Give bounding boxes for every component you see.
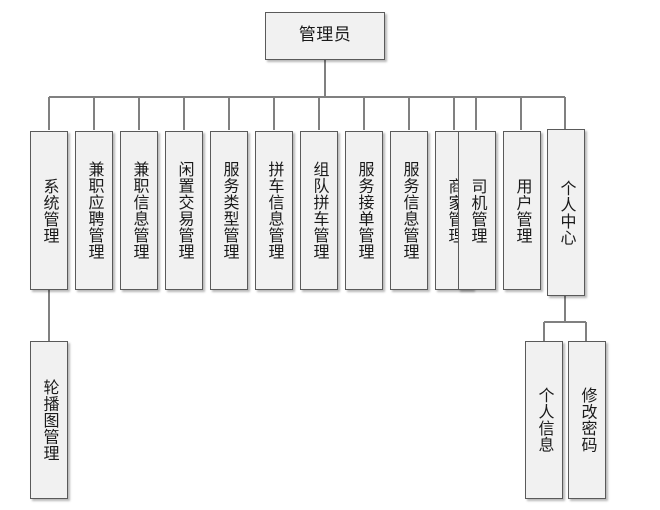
node-admin[interactable]: 管理员 (265, 12, 385, 60)
node-driver-management-label: 司机管理 (468, 177, 488, 244)
node-change-password[interactable]: 修改密码 (568, 341, 606, 499)
node-admin-label: 管理员 (298, 25, 352, 46)
node-team-carpool-management[interactable]: 组队拼车管理 (300, 131, 338, 290)
node-system-management-label: 系统管理 (40, 177, 60, 244)
node-carpool-info-management[interactable]: 拼车信息管理 (255, 131, 293, 290)
node-parttime-application-management-label: 兼职应聘管理 (85, 161, 105, 260)
node-system-management[interactable]: 系统管理 (30, 131, 68, 290)
node-change-password-label: 修改密码 (578, 387, 598, 453)
node-parttime-info-management[interactable]: 兼职信息管理 (120, 131, 158, 290)
node-user-management[interactable]: 用户管理 (503, 131, 541, 290)
node-parttime-application-management[interactable]: 兼职应聘管理 (75, 131, 113, 290)
node-service-info-management[interactable]: 服务信息管理 (390, 131, 428, 290)
node-driver-management[interactable]: 司机管理 (458, 131, 496, 290)
node-parttime-info-management-label: 兼职信息管理 (130, 161, 150, 260)
node-personal-center[interactable]: 个人中心 (547, 129, 585, 296)
node-carousel-management-label: 轮播图管理 (40, 378, 60, 462)
node-service-order-management-label: 服务接单管理 (355, 161, 375, 260)
node-personal-info-label: 个人信息 (535, 387, 555, 453)
node-team-carpool-management-label: 组队拼车管理 (310, 161, 330, 260)
node-personal-info[interactable]: 个人信息 (525, 341, 563, 499)
node-carousel-management[interactable]: 轮播图管理 (30, 341, 68, 499)
node-carpool-info-management-label: 拼车信息管理 (265, 161, 285, 260)
node-service-order-management[interactable]: 服务接单管理 (345, 131, 383, 290)
node-user-management-label: 用户管理 (513, 177, 533, 244)
node-idle-trade-management[interactable]: 闲置交易管理 (165, 131, 203, 290)
node-idle-trade-management-label: 闲置交易管理 (175, 161, 195, 260)
node-service-info-management-label: 服务信息管理 (400, 161, 420, 260)
node-personal-center-label: 个人中心 (557, 179, 577, 246)
node-service-type-management[interactable]: 服务类型管理 (210, 131, 248, 290)
node-service-type-management-label: 服务类型管理 (220, 161, 240, 260)
